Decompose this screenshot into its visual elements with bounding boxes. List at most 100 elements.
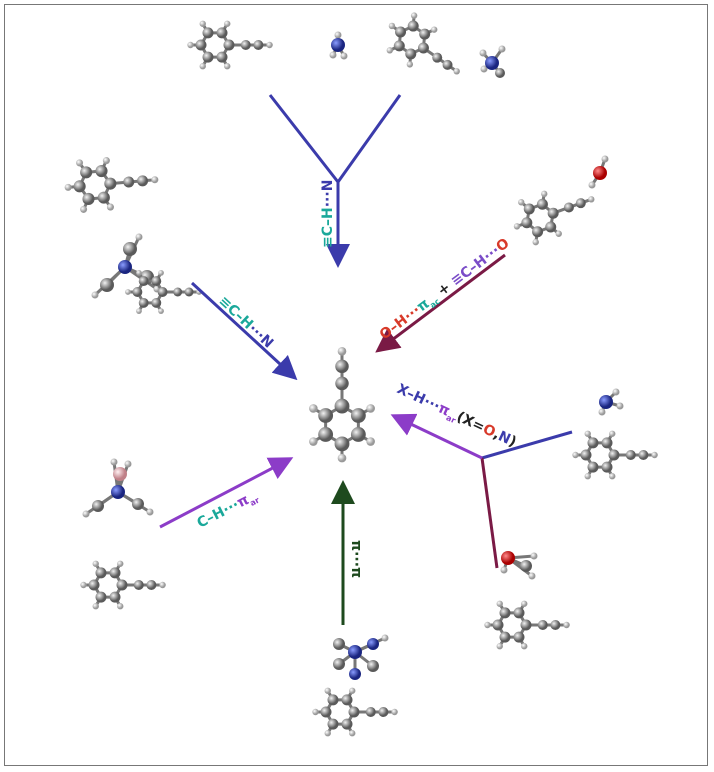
atom-C <box>184 287 194 297</box>
label-left: ≡C–H···N <box>215 293 276 351</box>
atom-C <box>123 176 135 188</box>
label-upper-right: O–H···πac + ≡C–H···O <box>377 235 514 344</box>
atom-C <box>365 707 376 717</box>
atom-C <box>580 449 592 461</box>
atom-C <box>442 59 453 70</box>
atom-C <box>520 560 532 572</box>
atom-N <box>485 56 499 70</box>
label-right: X–H···πar(X=O,N) <box>393 381 518 452</box>
triazine-molecule <box>333 634 389 680</box>
figure-frame <box>4 4 708 766</box>
atom-H <box>479 49 487 57</box>
atom-H <box>82 510 90 518</box>
atom-C <box>378 707 389 717</box>
atom-C <box>520 619 532 631</box>
atom-C <box>495 68 505 78</box>
atom-C <box>95 591 107 603</box>
atom-H <box>386 47 393 54</box>
atom-H <box>158 270 164 276</box>
atom-H <box>498 45 506 53</box>
atom-C <box>104 177 117 190</box>
atom-H <box>410 12 418 19</box>
atom-C <box>587 461 599 473</box>
atom-C <box>97 191 110 204</box>
atom-H <box>500 566 508 574</box>
atom-C <box>132 498 144 510</box>
atom-H <box>117 560 124 567</box>
atom-C <box>88 579 100 591</box>
atom-H <box>136 270 142 276</box>
methanol-molecule <box>500 551 538 580</box>
right-branch-lower <box>480 457 499 569</box>
phenylacetylene-molecule <box>572 430 658 480</box>
atom-C <box>432 52 443 63</box>
atom-H <box>532 238 539 246</box>
atom-H <box>528 572 536 580</box>
atom-C <box>545 221 557 233</box>
atom-C <box>638 450 649 460</box>
atom-H <box>431 26 438 33</box>
atom-H <box>601 155 609 163</box>
atom-H <box>513 223 521 230</box>
atom-C <box>499 631 511 643</box>
atom-H <box>135 233 143 241</box>
phenylacetylene-molecule <box>484 600 570 650</box>
right-branch-upper <box>481 430 573 460</box>
atom-C <box>335 359 349 374</box>
atom-H <box>151 176 159 184</box>
atom-C <box>318 408 334 423</box>
atom-H <box>366 404 375 413</box>
phenylacetylene-molecule <box>386 12 460 75</box>
atom-H <box>158 308 164 314</box>
atom-H <box>518 199 525 206</box>
atom-N <box>599 395 613 409</box>
atom-H <box>224 63 231 70</box>
atom-C <box>318 427 334 442</box>
atom-C <box>195 39 207 51</box>
atom-C <box>327 694 339 706</box>
atom-H <box>584 473 591 480</box>
atom-C <box>350 427 366 442</box>
atom-C <box>100 278 114 292</box>
atom-C <box>151 297 162 308</box>
top-branch-left <box>268 94 340 183</box>
atom-H <box>484 621 491 629</box>
atom-H <box>106 203 114 211</box>
atom-C <box>601 437 613 449</box>
atom-C <box>537 620 548 630</box>
atom-H <box>224 20 231 27</box>
atom-C <box>348 706 360 718</box>
phenylacetylene-molecule <box>80 560 166 610</box>
atom-H <box>110 458 118 466</box>
atom-H <box>381 634 389 642</box>
atom-C <box>550 620 561 630</box>
atom-C <box>334 398 350 414</box>
upper-right-arrow <box>375 253 506 353</box>
label-top: ≡C–H···N <box>320 180 336 248</box>
methylamine-molecule <box>479 45 506 78</box>
atom-H <box>136 308 142 314</box>
phenylacetylene-molecule <box>312 687 398 737</box>
atom-C <box>575 198 586 209</box>
atom-H <box>388 22 396 30</box>
top-branch-right <box>336 94 402 183</box>
atom-C <box>223 39 235 51</box>
atom-H <box>117 603 124 610</box>
central-phenylacetylene <box>309 346 375 463</box>
atom-H <box>349 730 356 737</box>
atom-H <box>496 600 503 607</box>
atom-C <box>395 26 407 38</box>
atom-N <box>331 38 345 52</box>
trimethylamine-core <box>91 233 161 299</box>
phenylacetylene-molecule <box>513 190 595 246</box>
atom-C <box>407 20 419 32</box>
atom-H <box>337 453 347 463</box>
atom-C <box>367 660 379 672</box>
atom-C <box>123 242 137 256</box>
atom-H <box>612 388 620 396</box>
atom-H <box>309 437 318 446</box>
atom-O <box>593 166 607 180</box>
water-molecule <box>588 155 609 189</box>
label-lower-left: C–H···πar <box>195 488 261 534</box>
atom-C <box>137 175 149 187</box>
